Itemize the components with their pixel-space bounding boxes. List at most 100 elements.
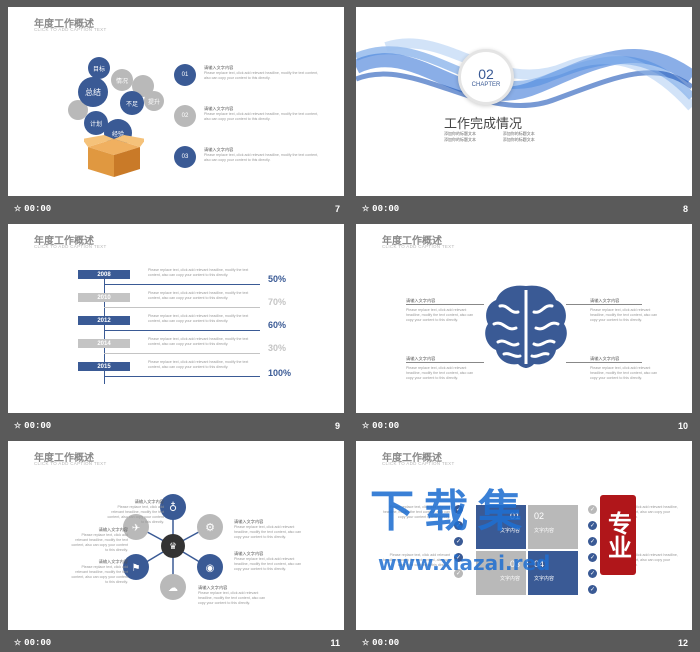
slide-thumbnail-8[interactable]: 02 CHAPTER 工作完成情况 添加你的标题文本 添加你的标题文本 添加你的… (356, 7, 692, 196)
balloon-gray (68, 100, 88, 120)
slide-number: 9 (334, 421, 340, 431)
thumbnail-bar: ☆00:00 11 (14, 638, 340, 648)
info-box: 04 文字内容 (528, 551, 578, 595)
body-text: Please replace text, click add relevant … (148, 268, 249, 277)
progress-line (104, 376, 260, 377)
year-label: 2015 (78, 362, 130, 371)
body-text: Please replace text, click add relevant … (382, 505, 450, 519)
check-icon: ✓ (454, 521, 463, 530)
slide-subtitle: CLICK TO ADD CAPTION TEXT (34, 461, 107, 466)
year-label: 2008 (78, 270, 130, 279)
balloon: 提升 (144, 91, 164, 111)
check-icon: ✓ (588, 505, 597, 514)
body-text: Please replace text, click add relevant … (148, 360, 249, 369)
item-number: 03 (174, 146, 196, 168)
box-icon (84, 135, 144, 177)
connector-line (566, 362, 642, 363)
balloon: 情况 (111, 69, 133, 91)
item-number: 02 (174, 105, 196, 127)
slide-subtitle: CLICK TO ADD CAPTION TEXT (34, 27, 107, 32)
timeline-axis (104, 274, 105, 384)
transition-icon: ☆ (14, 205, 22, 214)
text-block: 请输入文字内容 Please replace text, click add r… (234, 519, 302, 539)
text-block: 请输入文字内容 (406, 356, 436, 361)
section-heading: 工作完成情况 (444, 116, 523, 131)
thumbnail-bar: ☆00:00 9 (14, 421, 340, 431)
item-text: 请输入文字内容 Please replace text, click add r… (204, 106, 319, 121)
text-block: 请输入文字内容 (406, 298, 436, 303)
check-icon: ✓ (454, 537, 463, 546)
item-text: 请输入文字内容 Please replace text, click add r… (204, 147, 319, 162)
body-text: Please replace text, click add relevant … (406, 366, 474, 380)
progress-line (104, 353, 260, 354)
hub-diagram: ♛ ♁ ⚙ ◉ ☁ ⚑ ✈ (123, 494, 223, 600)
thumbnail-bar: ☆00:00 7 (14, 204, 340, 214)
thumbnail-bar: ☆00:00 8 (362, 204, 688, 214)
slide-subtitle: CLICK TO ADD CAPTION TEXT (382, 461, 455, 466)
svg-text:⚑: ⚑ (132, 563, 141, 574)
slide-subtitle: CLICK TO ADD CAPTION TEXT (382, 244, 455, 249)
balloon: 总结 (78, 77, 108, 107)
check-icon: ✓ (588, 537, 597, 546)
check-icon: ✓ (588, 521, 597, 530)
slide-thumbnail-11[interactable]: 年度工作概述 CLICK TO ADD CAPTION TEXT ♛ ♁ ⚙ ◉… (8, 441, 344, 630)
svg-text:☁: ☁ (168, 583, 178, 594)
info-box: 03 文字内容 (476, 551, 526, 595)
slide-number: 7 (334, 204, 340, 214)
text-block: 请输入文字内容 Please replace text, click add r… (198, 585, 266, 605)
percent-label: 50% (268, 274, 287, 284)
body-text: Please replace text, click add relevant … (382, 553, 450, 567)
body-text: Please replace text, click add relevant … (148, 291, 249, 300)
thumbnail-bar: ☆00:00 12 (362, 638, 688, 648)
check-icon: ✓ (454, 505, 463, 514)
slide-title: 年度工作概述 (34, 453, 94, 464)
check-icon: ✓ (588, 585, 597, 594)
connector-line (406, 362, 484, 363)
slide-thumbnail-9[interactable]: 年度工作概述 CLICK TO ADD CAPTION TEXT 2008 20… (8, 224, 344, 413)
transition-icon: ☆ (362, 639, 370, 648)
percent-label: 30% (268, 343, 287, 353)
info-box: 01 文字内容 (476, 505, 526, 549)
text-block: 请输入文字内容 (590, 298, 620, 303)
balloon: 不足 (120, 91, 144, 115)
check-icon: ✓ (588, 553, 597, 562)
body-text: Please replace text, click add relevant … (590, 366, 658, 380)
svg-text:♛: ♛ (169, 542, 177, 552)
body-text: Please replace text, click add relevant … (148, 314, 249, 323)
body-text: Please replace text, click add relevant … (590, 308, 658, 322)
check-icon: ✓ (454, 553, 463, 562)
slide-thumbnail-12[interactable]: 年度工作概述 CLICK TO ADD CAPTION TEXT 01 文字内容… (356, 441, 692, 630)
slide-number: 11 (330, 638, 340, 648)
progress-line (104, 307, 260, 308)
slide-number: 12 (677, 638, 688, 648)
percent-label: 60% (268, 320, 287, 330)
connector-line (566, 304, 642, 305)
slide-subtitle: CLICK TO ADD CAPTION TEXT (34, 244, 107, 249)
item-number: 01 (174, 64, 196, 86)
transition-icon: ☆ (362, 422, 370, 431)
slide-title: 年度工作概述 (34, 19, 94, 30)
text-block: 请输入文字内容 Please replace text, click add r… (71, 527, 128, 552)
watermark-logo: 下载集 (370, 486, 532, 537)
slide-thumbnail-7[interactable]: 年度工作概述 CLICK TO ADD CAPTION TEXT 目标 情况 总… (8, 7, 344, 196)
bullet-list: 添加你的标题文本 添加你的标题文本 添加你的标题文本 添加你的标题文本 (444, 131, 535, 142)
slide-number: 8 (682, 204, 688, 214)
chapter-badge: 02 CHAPTER (458, 49, 514, 105)
text-block: 请输入文字内容 Please replace text, click add r… (71, 559, 128, 584)
svg-text:✈: ✈ (132, 523, 140, 534)
slide-thumbnail-10[interactable]: 年度工作概述 CLICK TO ADD CAPTION TEXT 请输入文字内容… (356, 224, 692, 413)
brain-icon (485, 285, 567, 368)
year-label: 2014 (78, 339, 130, 348)
balloon: 目标 (88, 57, 110, 79)
percent-label: 100% (268, 368, 292, 378)
percent-label: 70% (268, 297, 287, 307)
check-icon: ✓ (588, 569, 597, 578)
year-label: 2010 (78, 293, 130, 302)
text-block: 请输入文字内容 (590, 356, 620, 361)
info-box: 02 文字内容 (528, 505, 578, 549)
transition-icon: ☆ (14, 639, 22, 648)
connector-line (406, 304, 484, 305)
body-text: Please replace text, click add relevant … (406, 308, 474, 322)
watermark-url: www.xiazai.red (378, 551, 551, 575)
slide-title: 年度工作概述 (382, 236, 442, 247)
